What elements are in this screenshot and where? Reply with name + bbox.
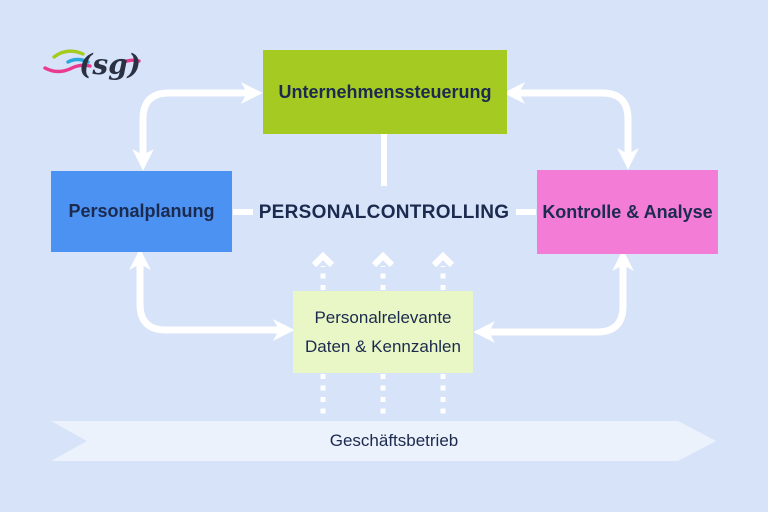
logo-pink-tick [122, 58, 141, 64]
box-kontrolle-analyse: Kontrolle & Analyse [537, 170, 718, 254]
box-personalrelevante-daten-label: Personalrelevante Daten & Kennzahlen [305, 308, 461, 356]
box-kontrolle-analyse-label: Kontrolle & Analyse [542, 201, 713, 222]
box-unternehmenssteuerung-label: Unternehmenssteuerung [278, 81, 492, 102]
box-personalplanung-label: Personalplanung [68, 201, 215, 221]
center-title: PERSONALCONTROLLING [258, 202, 510, 223]
business-operations-banner-label: Geschäftsbetrieb [329, 431, 459, 450]
logo-text: (sg) [79, 48, 141, 81]
box-personalrelevante-daten: Personalrelevante Daten & Kennzahlen [293, 291, 473, 373]
box-personalplanung: Personalplanung [51, 171, 232, 252]
chevron-up-icon [311, 251, 335, 268]
cycle-arrows [129, 82, 639, 419]
arrow-data-planning [129, 248, 295, 341]
arrow-steering-control [503, 82, 639, 170]
box-unternehmenssteuerung: Unternehmenssteuerung [263, 50, 507, 134]
logo-blue-swoosh [66, 57, 90, 64]
logo-pink-swoosh [43, 63, 92, 74]
arrow-control-data [473, 249, 634, 343]
chevron-up-icon [371, 251, 395, 268]
business-operations-banner [51, 421, 716, 461]
sg-logo: (sg) [43, 48, 141, 81]
arrow-planning-steering [132, 82, 263, 171]
dotted-chevrons [311, 251, 455, 268]
chevron-up-icon [431, 251, 455, 268]
dotted-flow-lines [320, 266, 446, 419]
logo-green-swoosh [52, 49, 85, 59]
